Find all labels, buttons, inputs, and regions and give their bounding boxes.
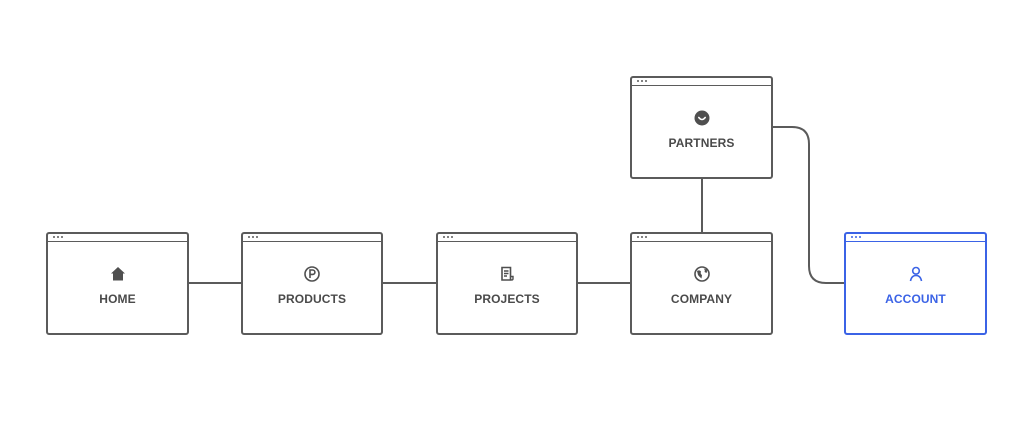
node-label: PRODUCTS (277, 292, 347, 306)
node-label: COMPANY (670, 292, 733, 306)
node-partners[interactable]: PARTNERS (630, 76, 773, 179)
window-dots (851, 235, 861, 238)
node-account[interactable]: ACCOUNT (844, 232, 987, 335)
window-titlebar (632, 234, 771, 242)
window-dots (53, 235, 63, 238)
node-label: ACCOUNT (885, 292, 946, 306)
node-label: PARTNERS (668, 136, 735, 150)
edge-partners-account (772, 126, 845, 284)
circled-p-icon (303, 265, 321, 283)
window-titlebar (632, 78, 771, 86)
document-icon (498, 265, 516, 283)
window-titlebar (846, 234, 985, 242)
node-products[interactable]: PRODUCTS (241, 232, 383, 335)
globe-icon (693, 265, 711, 283)
window-dots (637, 79, 647, 82)
window-dots (443, 235, 453, 238)
user-icon (907, 265, 925, 283)
node-company[interactable]: COMPANY (630, 232, 773, 335)
window-titlebar (243, 234, 381, 242)
node-home[interactable]: HOME (46, 232, 189, 335)
window-titlebar (438, 234, 576, 242)
window-dots (637, 235, 647, 238)
node-label: PROJECTS (474, 292, 540, 306)
window-dots (248, 235, 258, 238)
home-icon (109, 265, 127, 283)
node-projects[interactable]: PROJECTS (436, 232, 578, 335)
window-titlebar (48, 234, 187, 242)
smiley-icon (693, 109, 711, 127)
node-label: HOME (99, 292, 136, 306)
